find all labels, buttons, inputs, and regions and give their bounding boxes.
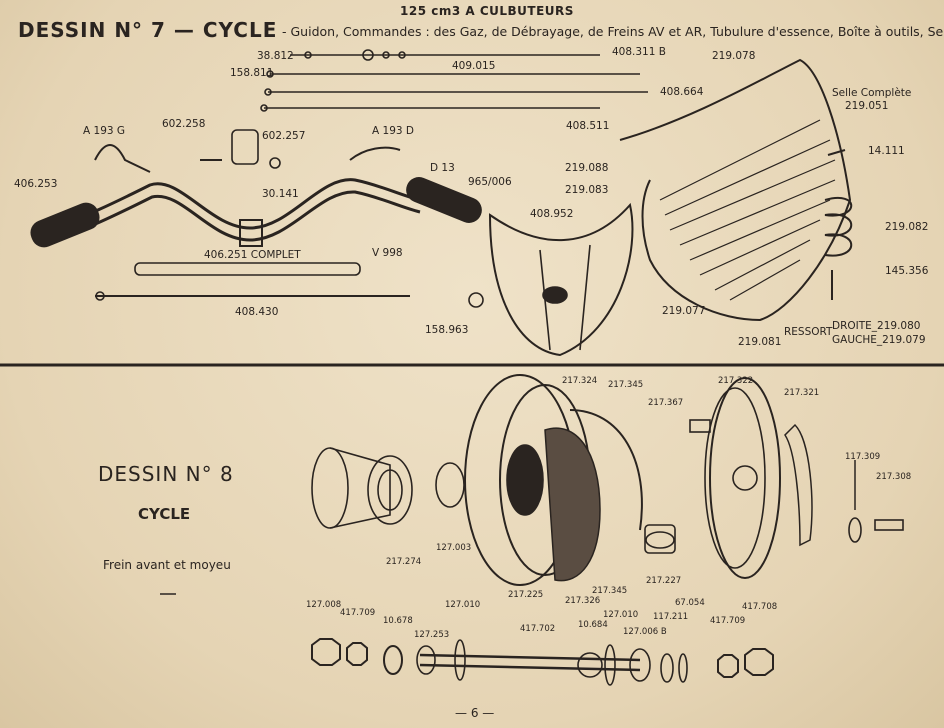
- part-label: 219.077: [662, 305, 706, 317]
- part-label: 217.324: [562, 376, 598, 386]
- part-label: 158.811: [230, 67, 274, 79]
- part-label: 67.054: [675, 598, 705, 608]
- part-label: 30.141: [262, 188, 299, 200]
- part-label: 38.812: [257, 50, 294, 62]
- part-label: 127.010: [445, 600, 481, 610]
- pump-and-rod: [95, 262, 484, 308]
- part-label: RESSORT: [784, 326, 833, 338]
- part-label: 602.258: [162, 118, 206, 130]
- drawing7-description: - Guidon, Commandes : des Gaz, de Débray…: [282, 24, 944, 39]
- part-label: D 13: [430, 162, 455, 174]
- part-label: 158.963: [425, 324, 469, 336]
- part-label: 417.709: [340, 608, 376, 618]
- part-label: 602.257: [262, 130, 306, 142]
- part-label: 408.664: [660, 86, 704, 98]
- axle-assembly: [311, 638, 774, 686]
- drawing8-subtitle: CYCLE: [138, 505, 191, 523]
- part-label: 117.309: [845, 452, 881, 462]
- saddle: [619, 58, 853, 322]
- part-label: 127.006 B: [623, 627, 667, 637]
- tool-box: [488, 202, 634, 357]
- backplate: [689, 377, 904, 579]
- part-label: 408.952: [530, 208, 574, 220]
- page-number: — 6 —: [455, 706, 495, 720]
- part-label: 219.082: [885, 221, 929, 233]
- drawing8-caption: Frein avant et moyeu: [103, 558, 231, 572]
- part-label: 127.008: [306, 600, 342, 610]
- part-label: 217.345: [592, 586, 628, 596]
- part-label: 217.321: [784, 388, 820, 398]
- part-label: 217.345: [608, 380, 644, 390]
- part-label: 217.367: [648, 398, 684, 408]
- part-label: 408.430: [235, 306, 279, 318]
- part-label: 10.684: [578, 620, 608, 630]
- part-label: 219.088: [565, 162, 609, 174]
- part-label: Selle Complète: [832, 87, 912, 99]
- small-parts: [200, 129, 281, 169]
- part-label: 217.326: [565, 596, 601, 606]
- part-label: 219.081: [738, 336, 782, 348]
- part-label: 217.322: [718, 376, 754, 386]
- part-label: 217.225: [508, 590, 544, 600]
- part-label: 965/006: [468, 176, 512, 188]
- control-cables: [260, 49, 648, 112]
- part-label: 127.253: [414, 630, 450, 640]
- drawing7-title: DESSIN N° 7 — CYCLE: [18, 18, 278, 42]
- part-label: 145.356: [885, 265, 929, 277]
- part-label: 409.015: [452, 60, 496, 72]
- handlebar: [30, 144, 482, 248]
- engine-heading: 125 cm3 A CULBUTEURS: [400, 4, 574, 18]
- part-label: 417.708: [742, 602, 778, 612]
- drawing8-title: DESSIN N° 8: [98, 462, 234, 486]
- part-label: A 193 D: [372, 125, 414, 137]
- part-label: GAUCHE_219.079: [832, 334, 926, 346]
- part-label: 406.253: [14, 178, 58, 190]
- part-label: 217.227: [646, 576, 682, 586]
- part-label: 406.251 COMPLET: [204, 249, 301, 261]
- part-label: 217.274: [386, 557, 422, 567]
- part-label: 10.678: [383, 616, 413, 626]
- part-label: 117.211: [653, 612, 689, 622]
- part-label: 408.311 B: [612, 46, 666, 58]
- part-label: V 998: [372, 247, 403, 259]
- part-label: A 193 G: [83, 125, 126, 137]
- part-label: 217.308: [876, 472, 912, 482]
- part-label: 219.083: [565, 184, 609, 196]
- part-label: 417.702: [520, 624, 556, 634]
- part-label: DROITE_219.080: [832, 320, 921, 332]
- part-label: 219.051: [845, 100, 889, 112]
- part-label: 417.709: [710, 616, 746, 626]
- brake-drum: [464, 374, 676, 586]
- part-label: 127.010: [603, 610, 639, 620]
- part-label: 408.511: [566, 120, 610, 132]
- part-label: 14.111: [868, 145, 905, 157]
- hub: [311, 447, 465, 529]
- part-label: 219.078: [712, 50, 756, 62]
- part-label: 127.003: [436, 543, 472, 553]
